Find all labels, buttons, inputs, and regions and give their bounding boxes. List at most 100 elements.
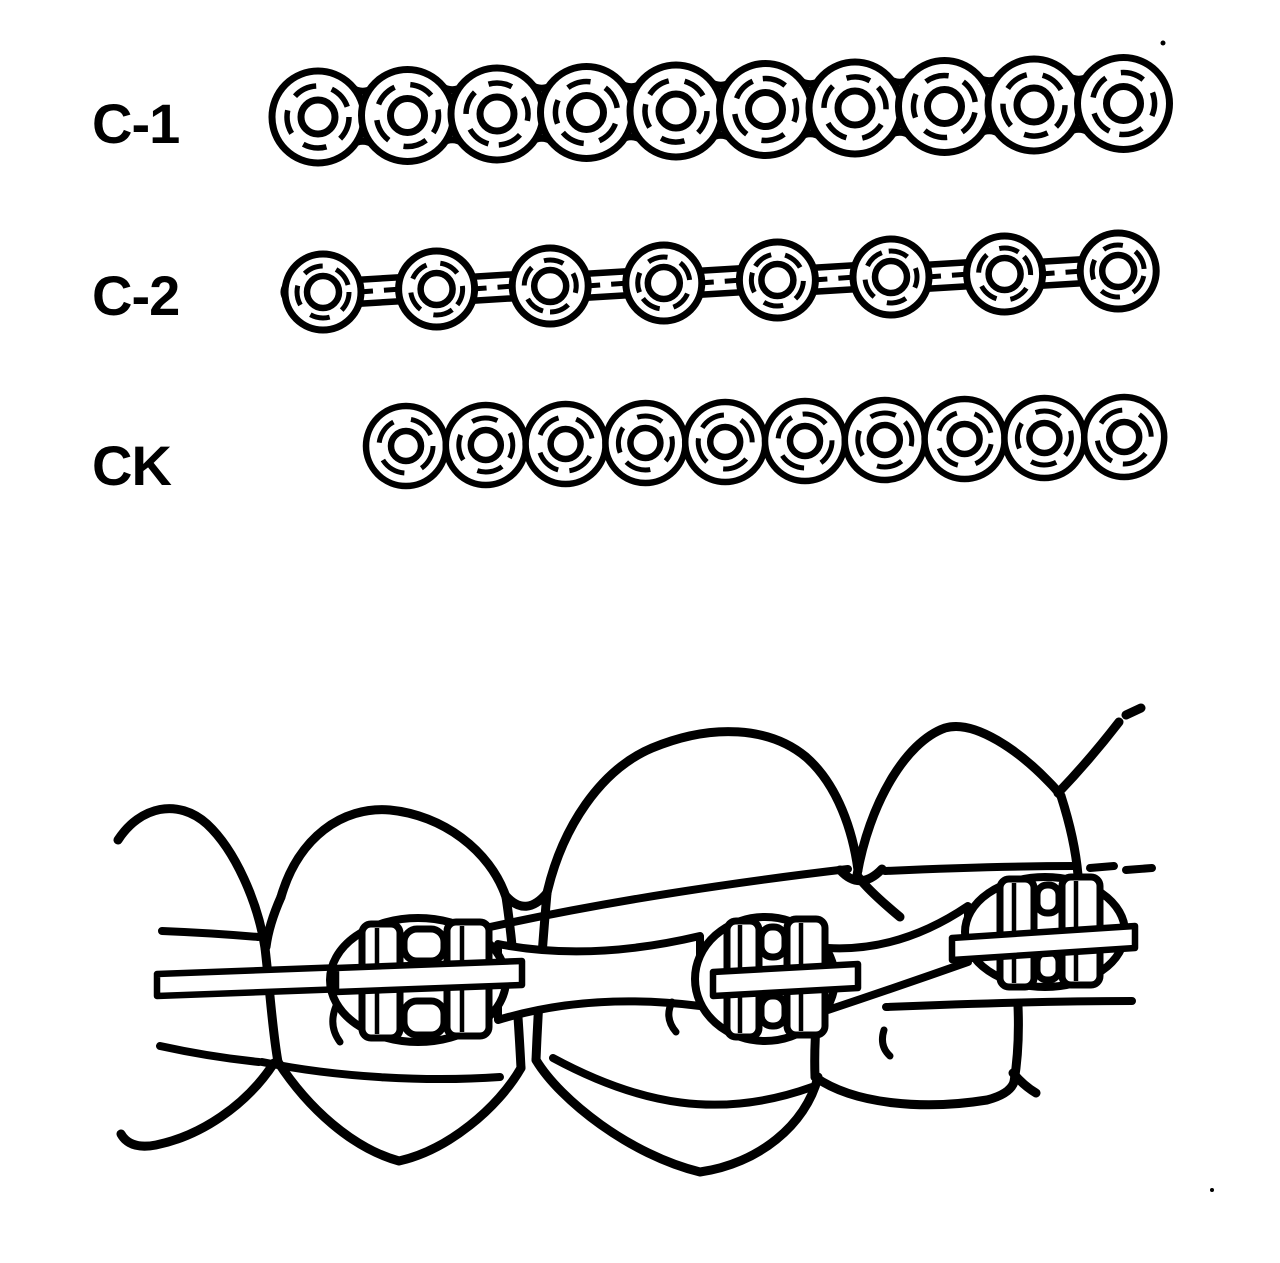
chain-link-hole bbox=[476, 93, 518, 135]
chain-neck bbox=[824, 902, 972, 1014]
chain-link bbox=[626, 61, 726, 161]
chain-link-shading bbox=[748, 251, 806, 309]
chain-link bbox=[984, 55, 1084, 155]
archwire bbox=[153, 963, 349, 1000]
gum-line bbox=[549, 1054, 816, 1109]
chain-link bbox=[442, 401, 530, 489]
chain-link-connector-dash bbox=[358, 286, 401, 295]
chain-link-shading bbox=[284, 83, 352, 151]
chain-link bbox=[761, 397, 849, 485]
chain-link bbox=[716, 60, 815, 159]
chain-link bbox=[735, 238, 819, 322]
chain-link bbox=[681, 398, 769, 486]
chain-link-shading bbox=[1089, 69, 1158, 138]
chain-link-connector-dash bbox=[926, 271, 969, 280]
chain-link-shading bbox=[536, 414, 596, 474]
chain-link-hole bbox=[547, 425, 584, 463]
teeth-outlines bbox=[113, 703, 1146, 1177]
chain-link-connector-dash bbox=[586, 280, 628, 289]
chain-link bbox=[805, 58, 905, 158]
chain-link-hole bbox=[871, 257, 911, 297]
bracket-tie bbox=[400, 997, 448, 1039]
chain-link bbox=[358, 66, 457, 165]
chain-link-shading bbox=[775, 411, 835, 471]
chain-link bbox=[395, 247, 479, 331]
gum-line bbox=[486, 865, 852, 931]
chain-link-hole bbox=[1026, 419, 1063, 457]
gum-line bbox=[156, 1042, 263, 1066]
chain-link-shading bbox=[976, 245, 1034, 303]
chain-link bbox=[921, 395, 1008, 483]
chain-c2 bbox=[281, 229, 1160, 334]
chain-link-shading bbox=[463, 80, 531, 148]
chain-link bbox=[522, 400, 609, 488]
chain-link bbox=[281, 250, 365, 334]
chain-link-connector bbox=[1033, 255, 1090, 290]
archwire-slot-bars bbox=[332, 922, 1139, 1000]
chain-link-connector bbox=[578, 267, 636, 302]
chain-link-hole bbox=[1013, 84, 1055, 126]
chain-link-shading bbox=[910, 72, 979, 141]
gum-line-dash bbox=[1122, 864, 1156, 874]
chain-ring-fold bbox=[329, 1002, 344, 1046]
chain-link-connector-dash bbox=[1040, 268, 1083, 277]
chain-link-shading bbox=[935, 409, 995, 469]
chain-link-hole bbox=[303, 272, 343, 312]
chain-link-hole bbox=[1103, 83, 1144, 124]
tooth-outline bbox=[113, 804, 270, 953]
tooth-outline bbox=[1053, 717, 1124, 798]
chain-link-hole bbox=[1105, 418, 1143, 456]
chain-link-shading bbox=[642, 77, 710, 145]
chain-label-c2: C-2 bbox=[92, 264, 180, 327]
interdental-papilla bbox=[501, 888, 552, 911]
chain-link-hole bbox=[758, 260, 797, 300]
chain-link-hole bbox=[417, 269, 456, 309]
archwire-slot bbox=[709, 960, 862, 1000]
chain-link-hole bbox=[627, 424, 664, 462]
chain-link-hole bbox=[706, 423, 744, 461]
tooth-outline bbox=[276, 805, 511, 902]
chain-link-connector-dash bbox=[699, 277, 742, 286]
chain-link bbox=[841, 396, 929, 484]
chain-link-shading bbox=[456, 415, 516, 475]
chain-link-hole bbox=[1098, 251, 1138, 291]
bracket-tie bbox=[1033, 881, 1063, 917]
chain-link-hole bbox=[566, 92, 607, 133]
chain-link-hole bbox=[530, 266, 570, 306]
chain-link-hole bbox=[387, 427, 425, 465]
chain-link-hole bbox=[745, 89, 786, 130]
chain-link-hole bbox=[786, 422, 824, 460]
chain-link-shading bbox=[408, 260, 466, 318]
chain-link bbox=[537, 63, 636, 162]
chain-link bbox=[1001, 394, 1088, 482]
chain-link bbox=[895, 57, 994, 156]
tooth-outline bbox=[542, 727, 863, 898]
tooth-outline-dash bbox=[1121, 703, 1146, 720]
bracket-tie bbox=[757, 923, 789, 961]
tooth-outline bbox=[810, 1072, 1019, 1110]
archwire-slot bbox=[948, 922, 1139, 964]
chain-link bbox=[508, 244, 592, 328]
tooth-outline bbox=[1056, 791, 1083, 880]
chain-link-connector-dash bbox=[813, 274, 856, 283]
chain-link-hole bbox=[834, 87, 876, 129]
chain-link-shading bbox=[635, 254, 693, 312]
chain-link-shading bbox=[294, 263, 352, 321]
chain-link bbox=[362, 402, 450, 490]
bracket-tie bbox=[757, 992, 789, 1030]
chain-link bbox=[1076, 229, 1160, 313]
chain-link-connector bbox=[465, 270, 522, 305]
chain-link bbox=[268, 67, 368, 167]
gum-line-dash bbox=[1086, 862, 1118, 872]
tooth-outline bbox=[116, 1058, 279, 1151]
chain-link bbox=[1074, 54, 1173, 153]
chain-link-connector bbox=[692, 264, 749, 299]
bracket-tie bbox=[400, 925, 448, 965]
chain-link bbox=[602, 399, 689, 487]
chain-link bbox=[963, 232, 1047, 316]
teeth-brackets-illustration bbox=[113, 703, 1156, 1177]
gum-lines bbox=[156, 862, 1156, 1109]
chain-link-hole bbox=[985, 254, 1024, 294]
chain-link-shading bbox=[1089, 242, 1147, 300]
